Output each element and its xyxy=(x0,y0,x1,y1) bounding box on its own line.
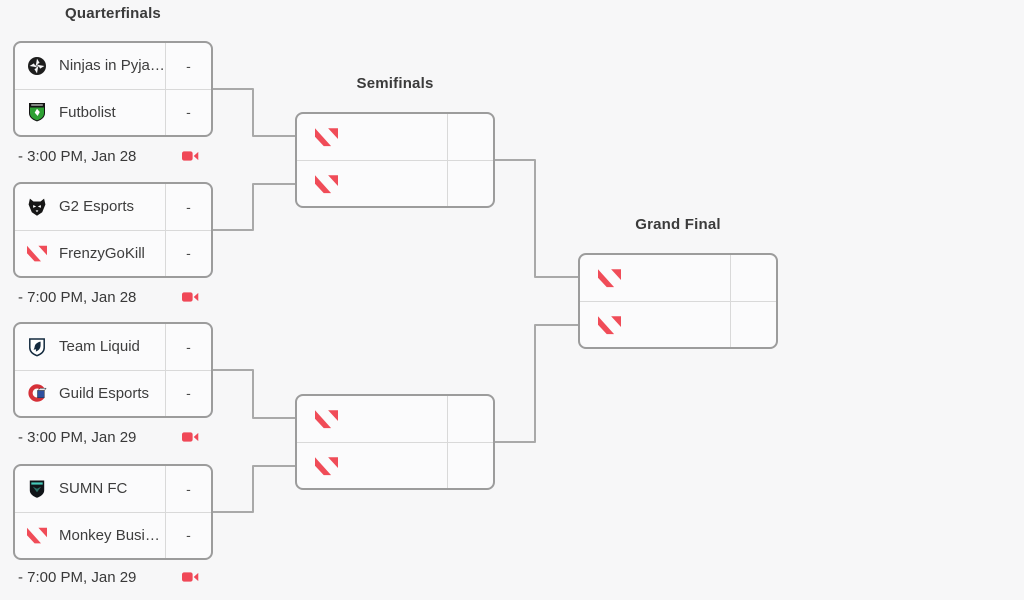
team-score xyxy=(447,396,493,442)
team-score xyxy=(730,301,776,347)
team-row[interactable]: Futbolist - xyxy=(15,88,211,135)
match-schedule: - 3:00 PM, Jan 29 xyxy=(18,428,199,446)
valorant-logo-icon xyxy=(596,313,623,336)
nip-logo-icon xyxy=(27,56,47,76)
match-quarterfinal-3[interactable]: Team Liquid - Guild Esports - xyxy=(13,322,213,418)
match-schedule: - 7:00 PM, Jan 29 xyxy=(18,568,199,586)
stream-camera-icon[interactable] xyxy=(182,570,199,584)
g2-logo-icon xyxy=(27,197,47,217)
team-score: - xyxy=(165,370,211,416)
futbolist-logo-icon xyxy=(27,102,47,122)
connector-line xyxy=(495,159,578,278)
team-score: - xyxy=(165,184,211,230)
round-header-quarterfinals: Quarterfinals xyxy=(65,5,161,22)
match-semifinal-2[interactable] xyxy=(295,394,495,490)
valorant-logo-icon xyxy=(313,172,340,195)
team-row[interactable]: Team Liquid - xyxy=(15,324,211,370)
team-row[interactable]: Ninjas in Pyja… - xyxy=(15,43,211,89)
team-name: G2 Esports xyxy=(59,198,135,216)
connector-line xyxy=(213,369,295,419)
match-schedule: - 7:00 PM, Jan 28 xyxy=(18,288,199,306)
team-row[interactable] xyxy=(580,300,776,347)
connector-line xyxy=(213,183,295,231)
team-row[interactable]: Guild Esports - xyxy=(15,369,211,416)
schedule-text: - 3:00 PM, Jan 29 xyxy=(18,428,137,446)
team-score xyxy=(447,160,493,206)
team-score xyxy=(447,442,493,488)
team-liquid-logo-icon xyxy=(27,337,47,357)
team-row[interactable] xyxy=(297,441,493,488)
guild-esports-logo-icon xyxy=(27,383,47,403)
stream-camera-icon[interactable] xyxy=(182,430,199,444)
team-name: Team Liquid xyxy=(59,338,140,356)
team-name: SUMN FC xyxy=(59,480,128,498)
team-row[interactable]: SUMN FC - xyxy=(15,466,211,512)
team-row[interactable] xyxy=(297,396,493,442)
schedule-text: - 7:00 PM, Jan 28 xyxy=(18,288,137,306)
team-score: - xyxy=(165,512,211,558)
valorant-logo-icon xyxy=(313,454,340,477)
team-name: Guild Esports xyxy=(59,384,150,402)
round-header-grand-final: Grand Final xyxy=(635,216,721,233)
stream-camera-icon[interactable] xyxy=(182,290,199,304)
connector-line xyxy=(495,324,578,443)
team-score xyxy=(730,255,776,301)
match-grand-final[interactable] xyxy=(578,253,778,349)
match-quarterfinal-4[interactable]: SUMN FC - Monkey Busi… - xyxy=(13,464,213,560)
team-name: Ninjas in Pyja… xyxy=(59,57,165,75)
team-row[interactable]: Monkey Busi… - xyxy=(15,511,211,558)
valorant-logo-icon xyxy=(27,243,47,263)
team-row[interactable]: G2 Esports - xyxy=(15,184,211,230)
valorant-logo-icon xyxy=(27,525,47,545)
team-score: - xyxy=(165,324,211,370)
match-quarterfinal-1[interactable]: Ninjas in Pyja… - Futbolist - xyxy=(13,41,213,137)
team-row[interactable] xyxy=(297,159,493,206)
match-schedule: - 3:00 PM, Jan 28 xyxy=(18,147,199,165)
sumn-fc-logo-icon xyxy=(27,479,47,499)
schedule-text: - 7:00 PM, Jan 29 xyxy=(18,568,137,586)
team-name: Monkey Busi… xyxy=(59,526,160,544)
team-score: - xyxy=(165,466,211,512)
team-name: Futbolist xyxy=(59,103,116,121)
schedule-text: - 3:00 PM, Jan 28 xyxy=(18,147,137,165)
team-row[interactable]: FrenzyGoKill - xyxy=(15,229,211,276)
valorant-logo-icon xyxy=(313,407,340,430)
team-row[interactable] xyxy=(297,114,493,160)
team-row[interactable] xyxy=(580,255,776,301)
valorant-logo-icon xyxy=(313,125,340,148)
match-semifinal-1[interactable] xyxy=(295,112,495,208)
team-score: - xyxy=(165,43,211,89)
team-name: FrenzyGoKill xyxy=(59,244,145,262)
valorant-logo-icon xyxy=(596,266,623,289)
team-score: - xyxy=(165,230,211,276)
round-header-semifinals: Semifinals xyxy=(356,75,434,92)
stream-camera-icon[interactable] xyxy=(182,149,199,163)
connector-line xyxy=(213,88,295,137)
connector-line xyxy=(213,465,295,513)
team-score xyxy=(447,114,493,160)
team-score: - xyxy=(165,89,211,135)
match-quarterfinal-2[interactable]: G2 Esports - FrenzyGoKill - xyxy=(13,182,213,278)
